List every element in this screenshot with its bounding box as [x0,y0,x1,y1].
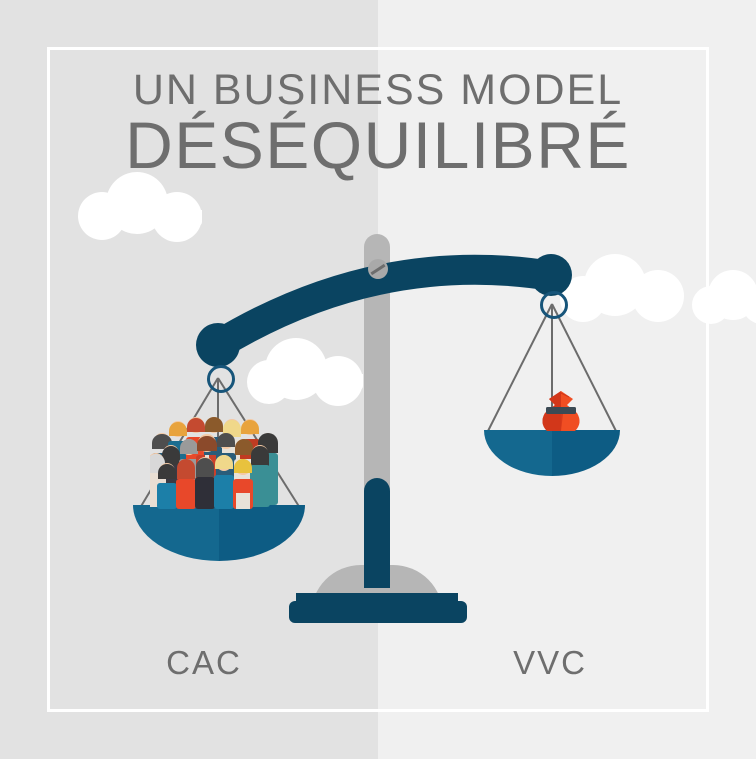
right-pan-hanger-ring [540,291,568,319]
beam-pivot-screw [368,259,388,279]
right-scale-pan [484,430,620,476]
scale-pole-lower [364,478,390,588]
cloud-far-right [692,270,756,324]
page-title: UN BUSINESS MODEL DÉSÉQUILIBRÉ [0,66,756,180]
cloud-mid-left [247,338,367,406]
scale-base-foot [289,601,467,623]
money-bag [533,387,589,437]
left-scale-pan [133,505,305,561]
left-pan-hanger-ring [207,365,235,393]
label-cac: CAC [166,644,242,681]
crowd-of-people [146,405,290,513]
title-line-1: UN BUSINESS MODEL [132,66,624,114]
cloud-right [560,254,686,322]
cloud-top-left [78,172,208,242]
label-vvc: VVC [513,644,587,681]
title-line-2: DÉSÉQUILIBRÉ [125,108,631,182]
